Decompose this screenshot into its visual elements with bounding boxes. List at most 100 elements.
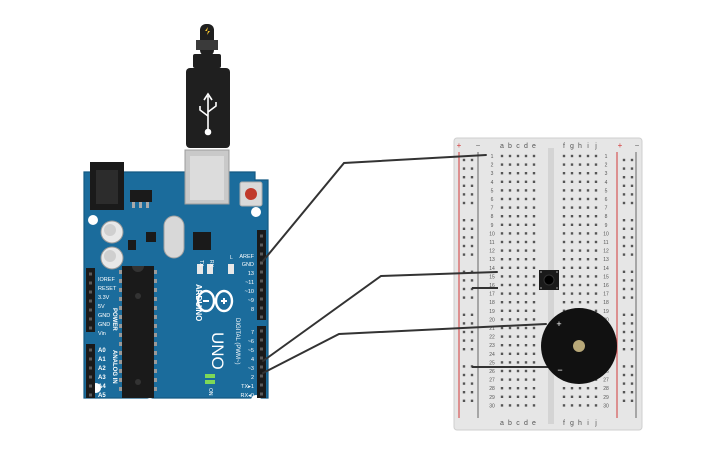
header-hole[interactable] xyxy=(89,357,92,361)
rail-hole[interactable] xyxy=(622,219,626,222)
breadboard-hole[interactable] xyxy=(508,378,512,381)
wire-pin4-to-button[interactable] xyxy=(262,271,498,362)
breadboard-hole[interactable] xyxy=(586,249,590,252)
breadboard-hole[interactable] xyxy=(594,240,598,244)
breadboard-hole[interactable] xyxy=(516,318,520,321)
header-hole[interactable] xyxy=(260,306,263,310)
breadboard-hole[interactable] xyxy=(562,395,566,398)
breadboard-hole[interactable] xyxy=(508,301,512,304)
breadboard-hole[interactable] xyxy=(562,309,566,312)
breadboard-hole[interactable] xyxy=(532,344,536,347)
breadboard-hole[interactable] xyxy=(594,223,598,226)
breadboard-hole[interactable] xyxy=(562,249,566,252)
rail-hole[interactable] xyxy=(630,176,634,179)
breadboard-hole[interactable] xyxy=(508,335,512,338)
breadboard-hole[interactable] xyxy=(594,395,598,398)
breadboard-hole[interactable] xyxy=(524,163,528,166)
rail-hole[interactable] xyxy=(470,279,474,282)
breadboard-hole[interactable] xyxy=(500,283,504,287)
usb-cable[interactable] xyxy=(186,24,230,148)
breadboard-hole[interactable] xyxy=(524,326,528,330)
breadboard-hole[interactable] xyxy=(594,266,598,269)
breadboard-hole[interactable] xyxy=(508,154,512,158)
breadboard-hole[interactable] xyxy=(524,344,528,347)
breadboard-hole[interactable] xyxy=(562,240,566,244)
header-hole[interactable] xyxy=(260,234,263,238)
breadboard-hole[interactable] xyxy=(516,172,520,175)
breadboard-hole[interactable] xyxy=(578,275,582,278)
breadboard-hole[interactable] xyxy=(594,404,598,407)
push-button[interactable] xyxy=(539,270,559,290)
breadboard-hole[interactable] xyxy=(508,369,512,373)
breadboard-hole[interactable] xyxy=(516,223,520,226)
header-hole[interactable] xyxy=(260,270,263,274)
breadboard-hole[interactable] xyxy=(500,301,504,304)
breadboard-hole[interactable] xyxy=(578,395,582,398)
breadboard-hole[interactable] xyxy=(532,180,536,183)
breadboard-hole[interactable] xyxy=(586,266,590,269)
rail-hole[interactable] xyxy=(622,322,626,325)
breadboard-hole[interactable] xyxy=(562,232,566,235)
breadboard-hole[interactable] xyxy=(570,223,574,226)
breadboard-hole[interactable] xyxy=(516,240,520,244)
breadboard-hole[interactable] xyxy=(500,369,504,373)
analog-header[interactable] xyxy=(86,344,95,398)
breadboard-hole[interactable] xyxy=(516,197,520,201)
breadboard-hole[interactable] xyxy=(508,189,512,192)
breadboard-hole[interactable] xyxy=(516,352,520,355)
header-hole[interactable] xyxy=(260,329,263,333)
rail-hole[interactable] xyxy=(630,270,634,273)
breadboard-hole[interactable] xyxy=(516,266,520,269)
breadboard-hole[interactable] xyxy=(532,163,536,166)
header-hole[interactable] xyxy=(260,252,263,256)
rail-hole[interactable] xyxy=(470,391,474,394)
breadboard-hole[interactable] xyxy=(578,301,582,304)
breadboard-hole[interactable] xyxy=(516,395,520,398)
breadboard-hole[interactable] xyxy=(516,404,520,407)
rail-hole[interactable] xyxy=(462,330,466,334)
breadboard-hole[interactable] xyxy=(500,197,504,201)
arduino-uno-board[interactable]: TX RX L ARDUINO UNO DIGITAL (PWM~) ON PO… xyxy=(83,149,269,408)
breadboard-hole[interactable] xyxy=(532,258,536,261)
breadboard-hole[interactable] xyxy=(578,232,582,235)
rail-hole[interactable] xyxy=(470,201,474,205)
rail-hole[interactable] xyxy=(470,236,474,239)
rail-hole[interactable] xyxy=(462,201,466,205)
breadboard-hole[interactable] xyxy=(500,335,504,338)
breadboard-hole[interactable] xyxy=(570,180,574,183)
breadboard-hole[interactable] xyxy=(570,266,574,269)
breadboard-hole[interactable] xyxy=(578,404,582,407)
rail-hole[interactable] xyxy=(462,313,466,316)
breadboard-hole[interactable] xyxy=(532,215,536,218)
breadboard-hole[interactable] xyxy=(508,206,512,209)
header-hole[interactable] xyxy=(89,375,92,379)
breadboard-hole[interactable] xyxy=(578,266,582,269)
breadboard-hole[interactable] xyxy=(508,266,512,269)
breadboard-hole[interactable] xyxy=(524,189,528,192)
breadboard-hole[interactable] xyxy=(594,249,598,252)
rail-hole[interactable] xyxy=(630,244,634,248)
rail-hole[interactable] xyxy=(630,330,634,334)
breadboard-hole[interactable] xyxy=(532,378,536,381)
breadboard-hole[interactable] xyxy=(508,197,512,201)
breadboard-hole[interactable] xyxy=(516,378,520,381)
rail-hole[interactable] xyxy=(470,227,474,230)
rail-hole[interactable] xyxy=(462,365,466,368)
breadboard-hole[interactable] xyxy=(516,189,520,192)
breadboard-hole[interactable] xyxy=(562,301,566,304)
rail-hole[interactable] xyxy=(622,244,626,248)
rail-hole[interactable] xyxy=(470,348,474,351)
rail-hole[interactable] xyxy=(630,287,634,291)
breadboard-hole[interactable] xyxy=(594,172,598,175)
rail-hole[interactable] xyxy=(622,296,626,299)
rail-hole[interactable] xyxy=(462,253,466,256)
breadboard-hole[interactable] xyxy=(578,154,582,158)
rail-hole[interactable] xyxy=(462,176,466,179)
breadboard-hole[interactable] xyxy=(562,197,566,201)
rail-hole[interactable] xyxy=(462,270,466,273)
breadboard-hole[interactable] xyxy=(532,301,536,304)
breadboard-hole[interactable] xyxy=(586,180,590,183)
breadboard-hole[interactable] xyxy=(578,206,582,209)
breadboard-hole[interactable] xyxy=(524,206,528,209)
breadboard-hole[interactable] xyxy=(562,189,566,192)
